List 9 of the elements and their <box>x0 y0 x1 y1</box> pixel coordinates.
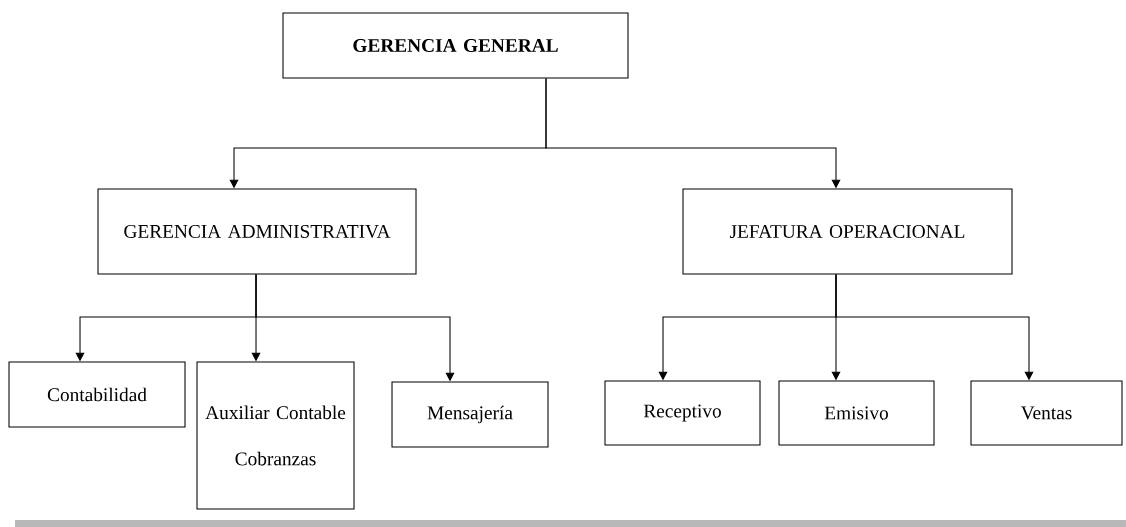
org-box: Emisivo <box>778 380 935 446</box>
org-box: GERENCIA ADMINISTRATIVA <box>97 188 417 275</box>
org-box: Ventas <box>970 380 1123 446</box>
org-box: Auxiliar Contable Cobranzas <box>196 361 355 510</box>
org-box: Receptivo <box>604 380 761 446</box>
org-box: Contabilidad <box>8 361 186 428</box>
org-box: JEFATURA OPERACIONAL <box>682 188 1013 275</box>
org-box: GERENCIA GENERAL <box>282 12 629 79</box>
org-box: Mensajería <box>391 381 549 448</box>
